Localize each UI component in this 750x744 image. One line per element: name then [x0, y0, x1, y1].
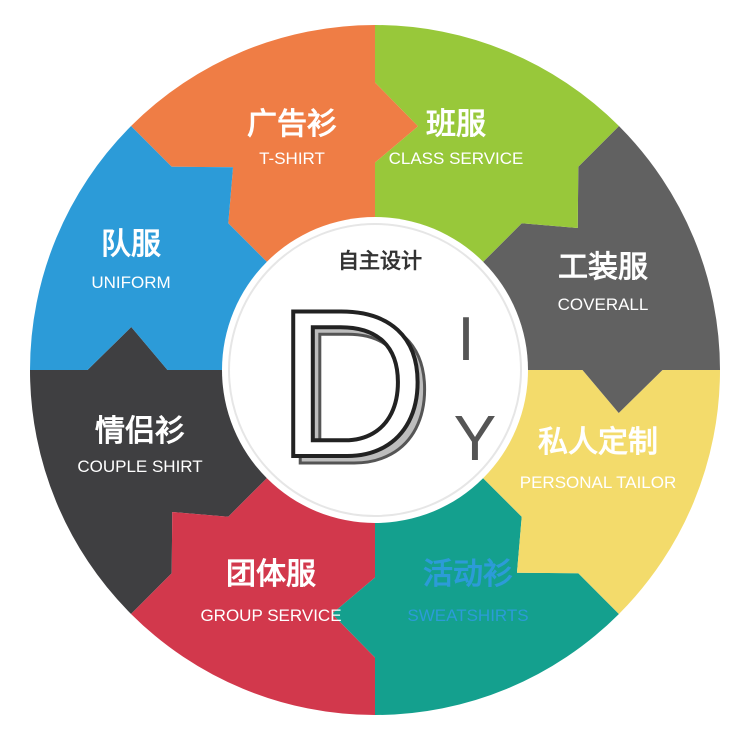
segment-class-service-arrow: [131, 25, 418, 264]
segment-sweatshirts-subtitle: SWEATSHIRTS: [407, 606, 528, 625]
segment-coverall-title: 工装服: [558, 250, 649, 285]
center-letter-i: I: [457, 305, 474, 374]
segment-t-shirt-arrow: [30, 126, 269, 370]
segment-sweatshirts-title: 活动衫: [423, 557, 513, 592]
segment-couple-shirt-subtitle: COUPLE SHIRT: [77, 457, 202, 476]
segment-group-service-subtitle: GROUP SERVICE: [200, 606, 341, 625]
segment-sweatshirts-arrow: [481, 370, 720, 614]
segment-couple-shirt-arrow: [131, 476, 375, 715]
segment-class-service-title: 班服: [426, 107, 487, 142]
segment-group-service-arrow: [332, 476, 619, 715]
segment-coverall-subtitle: COVERALL: [558, 295, 649, 314]
center-letter-d: D: [276, 266, 428, 501]
segment-uniform-title: 队服: [101, 227, 162, 262]
center-caption: 自主设计: [338, 249, 422, 273]
segment-personal-tailor-title: 私人定制: [538, 425, 658, 460]
center-letter-d-shadow: D: [283, 273, 435, 508]
center-hub: [228, 223, 522, 517]
segment-t-shirt-title: 广告衫: [247, 107, 337, 142]
segment-uniform-subtitle: UNIFORM: [91, 273, 170, 292]
segment-group-service-title: 团体服: [226, 557, 317, 592]
wheel-segments: [30, 25, 720, 715]
segment-class-service-subtitle: CLASS SERVICE: [389, 149, 524, 168]
segment-coverall-arrow: [375, 25, 619, 264]
segment-labels: 广告衫 T-SHIRT 班服 CLASS SERVICE 工装服 COVERALL 私人定制…: [77, 107, 676, 625]
segment-t-shirt-subtitle: T-SHIRT: [259, 149, 325, 168]
center-letter-y: Y: [454, 402, 497, 474]
segment-personal-tailor-subtitle: PERSONAL TAILOR: [520, 473, 677, 492]
segment-uniform-arrow: [30, 327, 269, 614]
segment-personal-tailor-arrow: [481, 126, 720, 413]
segment-couple-shirt-title: 情侣衫: [95, 414, 185, 449]
